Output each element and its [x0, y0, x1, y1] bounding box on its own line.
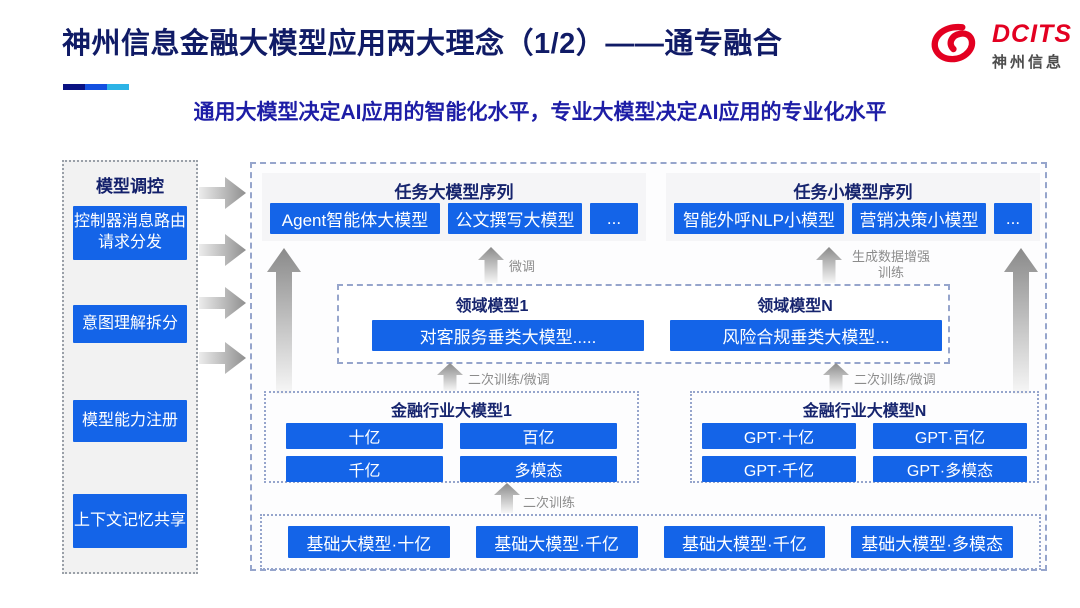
arrow-up-icon	[1004, 248, 1038, 394]
sidebar-item-intent-split: 意图理解拆分	[73, 305, 187, 343]
model-box-gpt-multimodal: GPT·多模态	[873, 456, 1027, 482]
model-box-base-multimodal: 基础大模型·多模态	[851, 526, 1013, 558]
accent-segment	[107, 84, 129, 90]
model-box-outbound-nlp: 智能外呼NLP小模型	[674, 203, 844, 234]
slide-subtitle: 通用大模型决定AI应用的智能化水平，专业大模型决定AI应用的专业化水平	[193, 101, 887, 124]
data-augment-label: 生成数据增强训练	[851, 249, 930, 281]
model-box-ellipsis: ...	[994, 203, 1032, 234]
industry-model-1-panel: 金融行业大模型1 十亿 百亿 千亿 多模态	[264, 391, 639, 483]
industry-model-n-grid: GPT·十亿 GPT·百亿 GPT·千亿 GPT·多模态	[702, 423, 1027, 482]
industry-model-1-title: 金融行业大模型1	[391, 403, 512, 420]
panel-title: 任务小模型序列	[793, 183, 913, 202]
panel-buttons: Agent智能体大模型 公文撰写大模型 ...	[270, 203, 638, 234]
panel-title: 任务大模型序列	[394, 183, 514, 202]
arrow-up-icon	[478, 247, 504, 283]
dcits-swirl-icon	[931, 24, 976, 63]
base-model-panel: 基础大模型·十亿 基础大模型·千亿 基础大模型·千亿 基础大模型·多模态	[260, 514, 1041, 570]
title-accent-bar	[63, 84, 129, 90]
model-box-ellipsis: ...	[590, 203, 638, 234]
arrow-up-icon	[823, 363, 849, 391]
sidebar-item-context-memory: 上下文记忆共享	[73, 494, 187, 548]
arrow-right-icon	[199, 234, 246, 266]
model-box-customer-service: 对客服务垂类大模型.....	[372, 320, 644, 351]
logo-brand-cn: 神州信息	[992, 54, 1065, 71]
accent-segment	[85, 84, 107, 90]
dcits-logo: DCITS 神州信息	[928, 20, 1072, 72]
model-box-risk-compliance: 风险合规垂类大模型...	[670, 320, 942, 351]
logo-brand: DCITS	[992, 20, 1072, 48]
arrow-right-icon	[199, 287, 246, 319]
industry-model-n-title: 金融行业大模型N	[802, 403, 927, 420]
model-box-multimodal: 多模态	[460, 456, 617, 482]
panel-buttons: 智能外呼NLP小模型 营销决策小模型 ...	[674, 203, 1032, 234]
model-box-base-100b: 基础大模型·千亿	[475, 526, 638, 558]
arrow-up-icon	[494, 483, 520, 513]
domain-model-1-title: 领域模型1	[455, 298, 529, 315]
model-architecture-panel: 任务大模型序列 Agent智能体大模型 公文撰写大模型 ... 任务小模型序列 …	[250, 162, 1047, 571]
secondary-train-left-label: 二次训练/微调	[468, 372, 550, 387]
model-box-agent: Agent智能体大模型	[270, 203, 440, 234]
fine-tune-label: 微调	[509, 259, 536, 274]
industry-model-n-panel: 金融行业大模型N GPT·十亿 GPT·百亿 GPT·千亿 GPT·多模态	[690, 391, 1039, 483]
sidebar-title: 模型调控	[96, 177, 164, 196]
arrow-up-icon	[816, 247, 842, 283]
secondary-train-bottom-label: 二次训练	[523, 495, 576, 510]
model-box-gpt-100b: GPT·千亿	[702, 456, 856, 482]
arrow-right-icon	[199, 177, 246, 209]
model-box-marketing-decision: 营销决策小模型	[852, 203, 986, 234]
model-box-gpt-10b: GPT·百亿	[873, 423, 1027, 449]
arrow-right-icon	[199, 342, 246, 374]
model-box-base-100b-2: 基础大模型·千亿	[663, 526, 826, 558]
logo-text: DCITS 神州信息	[992, 20, 1072, 72]
secondary-train-right-label: 二次训练/微调	[854, 372, 936, 387]
model-box-100b: 千亿	[286, 456, 443, 482]
domain-model-panel: 领域模型1 领域模型N 对客服务垂类大模型..... 风险合规垂类大模型...	[337, 284, 950, 364]
sidebar-item-capability-register: 模型能力注册	[73, 400, 187, 442]
arrow-up-icon	[437, 363, 463, 391]
page-title: 神州信息金融大模型应用两大理念（1/2）——通专融合	[62, 28, 783, 60]
task-small-model-panel: 任务小模型序列 智能外呼NLP小模型 营销决策小模型 ...	[666, 173, 1040, 241]
model-control-panel: 模型调控 控制器消息路由请求分发 意图理解拆分 模型能力注册 上下文记忆共享	[62, 160, 198, 574]
industry-model-1-grid: 十亿 百亿 千亿 多模态	[286, 423, 617, 482]
model-box-gpt-1b: GPT·十亿	[702, 423, 856, 449]
model-box-document-writing: 公文撰写大模型	[448, 203, 582, 234]
model-box-base-1b: 基础大模型·十亿	[288, 526, 450, 558]
task-large-model-panel: 任务大模型序列 Agent智能体大模型 公文撰写大模型 ...	[262, 173, 646, 241]
accent-segment	[63, 84, 85, 90]
model-box-10b: 百亿	[460, 423, 617, 449]
model-box-1b: 十亿	[286, 423, 443, 449]
domain-model-n-title: 领域模型N	[757, 298, 833, 315]
sidebar-item-controller-routing: 控制器消息路由请求分发	[73, 206, 187, 260]
arrow-up-icon	[267, 248, 301, 394]
